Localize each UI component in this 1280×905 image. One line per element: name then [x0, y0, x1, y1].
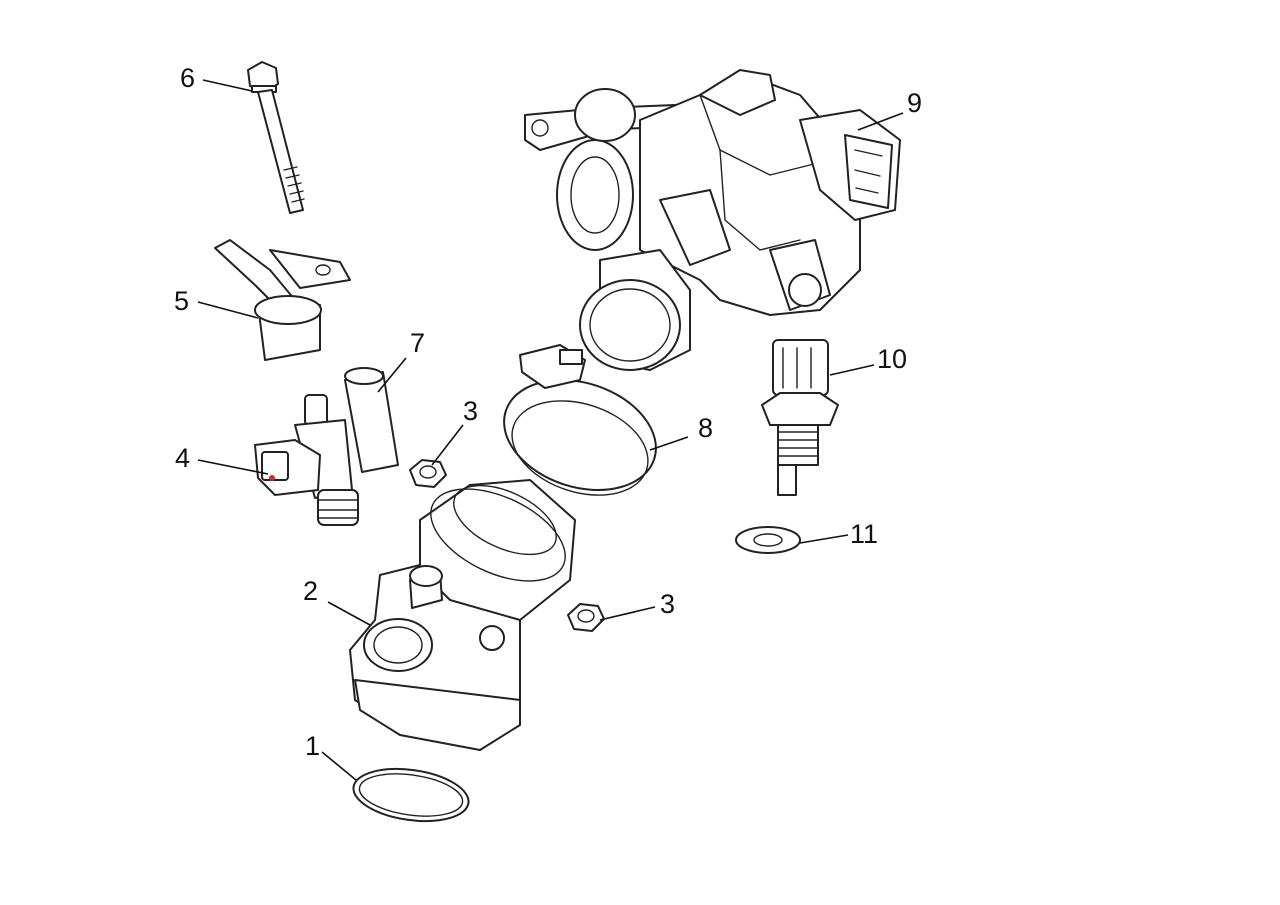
callout-11: 11: [850, 519, 878, 549]
callout-4: 4: [175, 443, 190, 473]
part-fuel-pipe-bracket: [214, 239, 351, 361]
part-intake-manifold: [349, 479, 576, 751]
part-hose-clamp: [503, 344, 657, 496]
leader-lines: [197, 79, 904, 781]
part-nut-upper: [409, 459, 447, 488]
part-nut-lower: [567, 603, 605, 632]
callout-9: 9: [907, 88, 922, 118]
part-washer: [735, 526, 801, 554]
callout-8: 8: [698, 413, 713, 443]
callout-7: 7: [410, 328, 425, 358]
callout-10: 10: [877, 344, 907, 374]
part-o-ring: [352, 767, 470, 823]
callout-6: 6: [180, 63, 195, 93]
callout-labels: 6 5 7 3 4 2 3 1 8 9 10 11: [174, 63, 922, 761]
part-fuel-injector: [254, 394, 359, 526]
part-throttle-body: [524, 69, 901, 371]
callout-2: 2: [303, 576, 318, 606]
callout-3-lower: 3: [660, 589, 675, 619]
part-bolt: [247, 61, 305, 214]
callout-1: 1: [305, 731, 320, 761]
callout-3-upper: 3: [463, 396, 478, 426]
callout-5: 5: [174, 286, 189, 316]
part-spacer-tube: [344, 367, 399, 473]
part-temperature-sensor: [761, 339, 839, 496]
